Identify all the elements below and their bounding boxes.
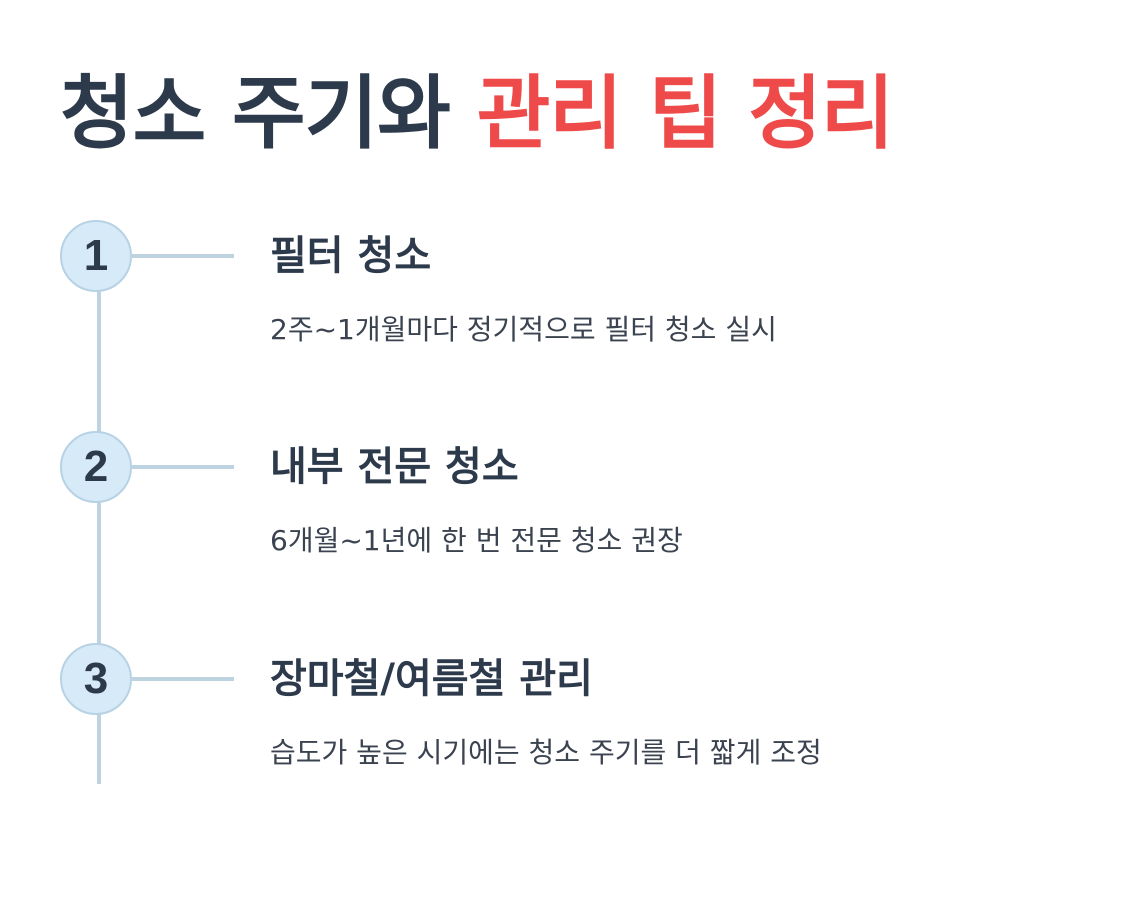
page-title-main: 청소 주기와	[60, 67, 477, 160]
page-title-accent: 관리 팁 정리	[476, 67, 895, 160]
step-item: 3 장마철/여름철 관리 습도가 높은 시기에는 청소 주기를 더 짧게 조정	[0, 643, 1140, 793]
step-number-badge: 2	[60, 431, 132, 503]
step-number-badge: 3	[60, 643, 132, 715]
step-connector	[132, 254, 234, 258]
step-title: 내부 전문 청소	[270, 444, 519, 490]
step-description: 6개월~1년에 한 번 전문 청소 권장	[270, 524, 683, 557]
step-number-badge: 1	[60, 220, 132, 292]
step-connector	[132, 677, 234, 681]
step-item: 1 필터 청소 2주~1개월마다 정기적으로 필터 청소 실시	[0, 220, 1140, 370]
step-item: 2 내부 전문 청소 6개월~1년에 한 번 전문 청소 권장	[0, 431, 1140, 581]
step-title: 필터 청소	[270, 233, 432, 279]
step-description: 2주~1개월마다 정기적으로 필터 청소 실시	[270, 313, 777, 346]
step-connector	[132, 465, 234, 469]
step-description: 습도가 높은 시기에는 청소 주기를 더 짧게 조정	[270, 736, 822, 769]
step-title: 장마철/여름철 관리	[270, 656, 593, 702]
page-title: 청소 주기와 관리 팁 정리	[60, 66, 895, 162]
timeline-line	[97, 256, 101, 784]
